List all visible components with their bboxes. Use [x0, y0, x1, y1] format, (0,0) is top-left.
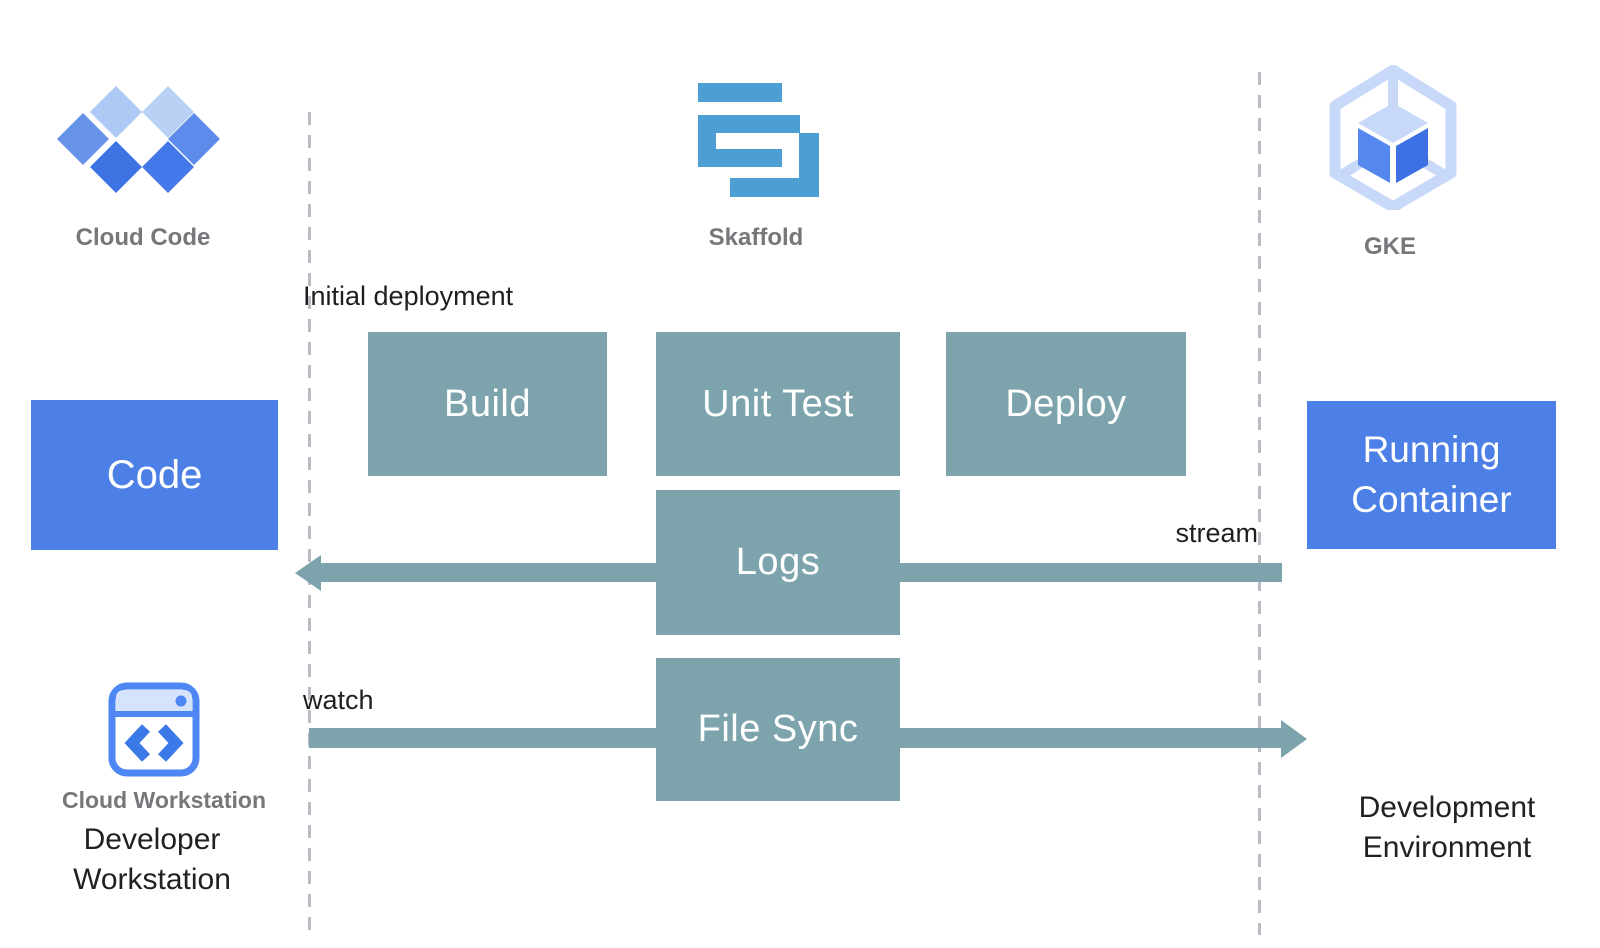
file-sync-arrow-left-segment — [309, 728, 656, 748]
logs-arrowhead-left-icon — [295, 555, 321, 591]
running-container-box: Running Container — [1307, 401, 1556, 549]
deploy-box: Deploy — [946, 332, 1186, 476]
stream-label: stream — [1175, 518, 1258, 548]
cloud-workstation-icon — [108, 682, 200, 777]
cloud-code-icon — [57, 86, 220, 193]
initial-deployment-label: Initial deployment — [303, 281, 514, 311]
file-sync-box: File Sync — [656, 658, 900, 801]
developer-workstation-caption: Developer Workstation — [73, 823, 231, 896]
code-box: Code — [31, 400, 278, 550]
cloud-code-label: Cloud Code — [75, 224, 211, 251]
logs-arrow-right-segment — [900, 563, 1282, 582]
logs-box: Logs — [656, 490, 900, 635]
skaffold-icon — [698, 83, 819, 197]
watch-label: watch — [303, 685, 374, 715]
developer-lane-divider — [308, 112, 311, 935]
environment-lane-divider — [1258, 72, 1261, 935]
gke-label: GKE — [1363, 233, 1416, 260]
gke-icon — [1329, 65, 1457, 210]
unit-test-box: Unit Test — [656, 332, 900, 476]
file-sync-arrowhead-right-icon — [1281, 720, 1307, 758]
cloud-workstation-label: Cloud Workstation — [61, 787, 266, 813]
build-box: Build — [368, 332, 607, 476]
logs-arrow-left-segment — [312, 563, 656, 582]
file-sync-arrow-right-segment — [900, 728, 1281, 748]
development-environment-caption: Development Environment — [1358, 791, 1536, 864]
skaffold-label: Skaffold — [708, 224, 804, 251]
